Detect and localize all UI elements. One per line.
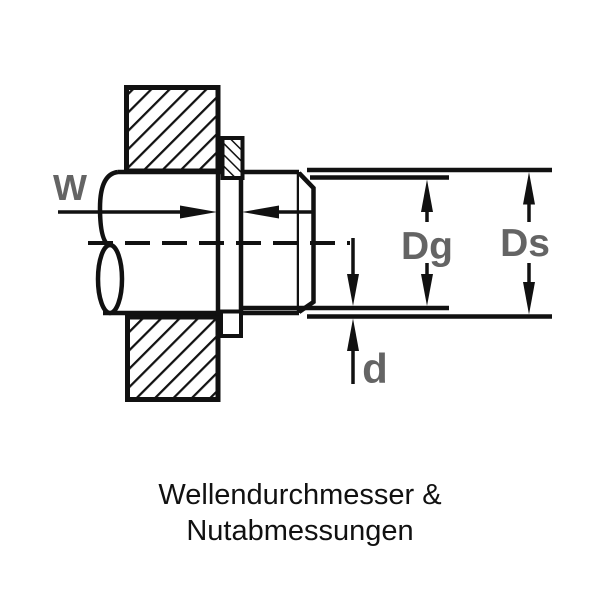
- ds-arrow-up-icon: [523, 172, 535, 205]
- d-dimension: [347, 238, 359, 384]
- retaining-ring-lower: [219, 309, 243, 338]
- upper-housing-hatch: [124, 85, 221, 174]
- w-dimension: [58, 205, 313, 219]
- extension-lines: [243, 167, 552, 319]
- ds-dimension: [523, 172, 535, 315]
- caption-line-2: Nutabmessungen: [186, 515, 414, 547]
- ds-arrow-down-icon: [523, 282, 535, 315]
- d-arrow-up-icon: [347, 318, 359, 351]
- w-label: W: [53, 167, 87, 208]
- dg-dimension: [421, 179, 433, 306]
- shaft-outline: [97, 169, 302, 316]
- w-arrow-left-icon: [242, 205, 279, 219]
- lower-housing-block: [125, 314, 221, 402]
- caption: Wellendurchmesser & Nutabmessungen: [0, 477, 600, 549]
- retaining-ring: [219, 136, 245, 338]
- ds-label: Ds: [500, 222, 550, 265]
- dg-arrow-down-icon: [421, 274, 433, 306]
- d-arrow-down-icon: [347, 274, 359, 306]
- dg-arrow-up-icon: [421, 179, 433, 212]
- dg-label: Dg: [401, 225, 453, 268]
- shaft-break-ellipse: [95, 242, 125, 316]
- retaining-ring-upper: [220, 136, 245, 180]
- w-arrow-right-icon: [180, 205, 217, 219]
- upper-housing-block: [124, 85, 221, 174]
- caption-line-1: Wellendurchmesser &: [158, 479, 442, 511]
- d-label: d: [362, 345, 388, 392]
- lower-housing-hatch: [125, 314, 221, 402]
- groove-gap: [220, 169, 239, 316]
